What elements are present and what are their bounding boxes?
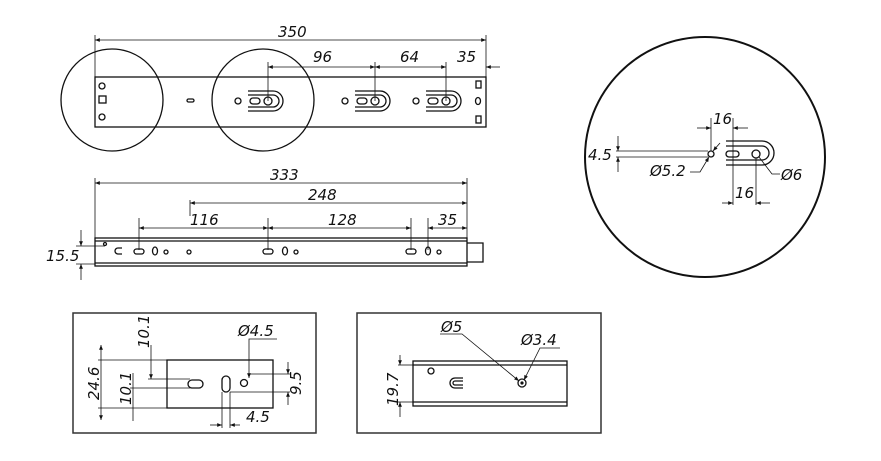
detail-circle-marker xyxy=(60,48,164,152)
detail-box-right: Ø5 Ø3.4 19.7 xyxy=(356,312,602,434)
side-holes xyxy=(133,246,442,256)
rail-body xyxy=(94,76,487,128)
mounting-slot xyxy=(234,90,284,112)
dim-side-span: 248 xyxy=(308,186,337,204)
top-view: 350 96 64 35 xyxy=(60,23,500,152)
dim-detail-pitch-bottom: 16 xyxy=(735,184,754,202)
dim-detail-hole-large: Ø6 xyxy=(780,166,802,184)
mounting-slot xyxy=(341,90,391,112)
dim-box-height: 24.6 xyxy=(85,367,103,400)
detail-view-circle: 16 16 4.5 Ø5.2 Ø6 xyxy=(584,36,826,278)
dim-side-128: 128 xyxy=(328,211,357,229)
dim-side-116: 116 xyxy=(190,211,219,229)
rail-side xyxy=(94,237,468,267)
dim-spacing-96: 96 xyxy=(313,48,332,66)
dim-box-right-offset: 9.5 xyxy=(287,371,305,395)
detail-box-left: 24.6 10.1 10.1 Ø4.5 9.5 4.5 xyxy=(72,312,317,434)
dim-box-upper-offset: 10.1 xyxy=(135,315,153,348)
dim-box-slot-width: 4.5 xyxy=(246,408,270,426)
dim-spacing-64: 64 xyxy=(400,48,419,66)
dim-side-35: 35 xyxy=(438,211,457,229)
detail-circle-marker xyxy=(211,48,315,152)
dim-overall-length: 350 xyxy=(278,23,307,41)
dim-detail-hole-small: Ø5.2 xyxy=(649,162,686,180)
dim-box-lower-offset: 10.1 xyxy=(117,372,135,405)
dim-side-overall: 333 xyxy=(270,166,299,184)
dim-side-height: 15.5 xyxy=(46,247,79,265)
dim-box-inner-hole: Ø3.4 xyxy=(520,331,557,349)
side-view: 333 248 116 128 35 15.5 xyxy=(46,166,484,280)
dim-box-hole: Ø4.5 xyxy=(237,322,274,340)
dim-detail-offset: 4.5 xyxy=(588,146,612,164)
dim-box-right-height: 19.7 xyxy=(384,372,402,406)
dim-end-35: 35 xyxy=(457,48,476,66)
dim-box-outer-hole: Ø5 xyxy=(440,318,462,336)
mounting-slot xyxy=(412,90,462,112)
dim-detail-pitch-top: 16 xyxy=(713,110,732,128)
